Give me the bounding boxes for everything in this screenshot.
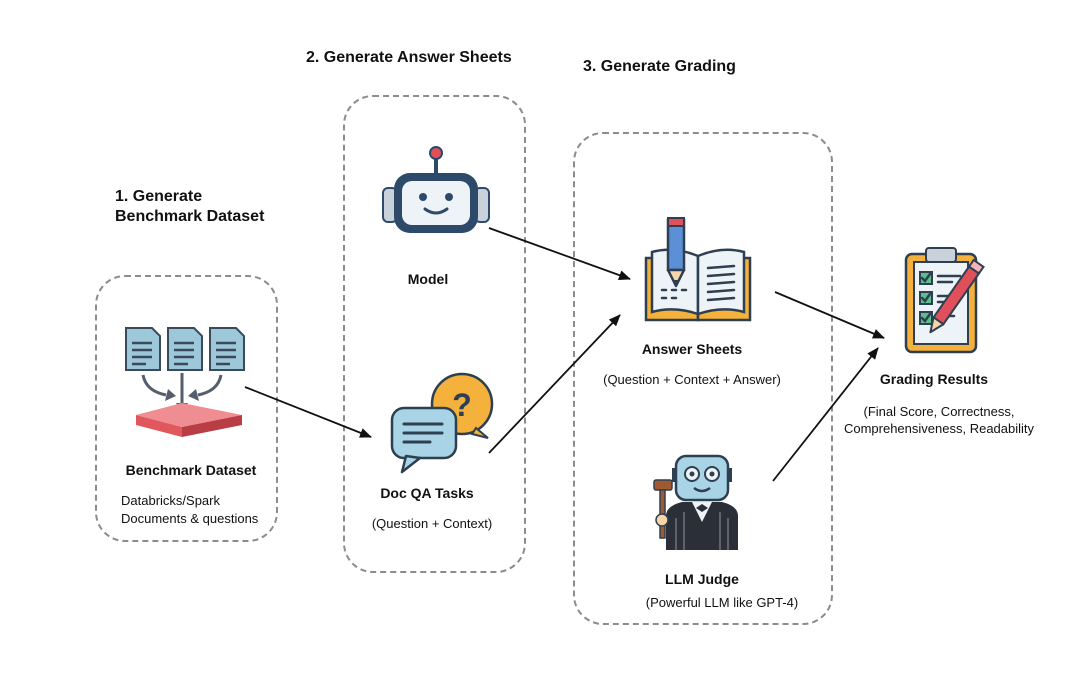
grading-results-desc-line2: Comprehensiveness, Readability <box>843 421 1035 436</box>
answer-sheets-label: Answer Sheets <box>641 341 743 357</box>
doc-qa-tasks-desc: (Question + Context) <box>371 516 493 531</box>
stage1-title-line2: Benchmark Dataset <box>115 208 265 225</box>
grading-results-desc-line1: (Final Score, Correctness, <box>863 404 1015 419</box>
book-pencil-icon <box>644 217 752 322</box>
stage1-title-line1: 1. Generate <box>115 188 203 205</box>
grading-results-desc: (Final Score, Correctness, Comprehensive… <box>832 403 1046 437</box>
llm-judge-label: LLM Judge <box>665 571 739 587</box>
chat-question-icon: ? <box>390 372 494 474</box>
llm-judge-desc: (Powerful LLM like GPT-4) <box>645 595 799 610</box>
stage3-title: 3. Generate Grading <box>583 58 736 75</box>
benchmark-dataset-desc-line2: Documents & questions <box>121 511 259 526</box>
stage1-container <box>95 275 278 542</box>
answer-sheets-desc: (Question + Context + Answer) <box>603 372 781 387</box>
benchmark-dataset-label: Benchmark Dataset <box>125 462 257 478</box>
robot-judge-icon <box>653 454 738 550</box>
stage3-container <box>573 132 833 625</box>
documents-icon <box>125 327 245 437</box>
model-label: Model <box>407 271 449 287</box>
arrow-judge-to-results <box>772 347 879 482</box>
svg-text:?: ? <box>452 387 472 423</box>
grading-results-label: Grading Results <box>879 371 989 387</box>
clipboard-checklist-icon <box>904 247 985 354</box>
stage2-title: 2. Generate Answer Sheets <box>306 49 512 66</box>
arrow-dataset-to-tasks <box>244 386 372 438</box>
doc-qa-tasks-label: Doc QA Tasks <box>380 485 474 501</box>
benchmark-dataset-desc-line1: Databricks/Spark <box>121 493 220 508</box>
robot-icon <box>382 146 490 233</box>
arrow-tasks-to-answers <box>488 314 621 454</box>
arrow-model-to-answers <box>488 227 631 280</box>
stage2-container <box>343 95 526 573</box>
benchmark-dataset-desc: Databricks/Spark Documents & questions <box>121 492 258 528</box>
stage1-title: 1. Generate Benchmark Dataset <box>115 187 264 227</box>
arrow-answers-to-results <box>774 291 885 339</box>
